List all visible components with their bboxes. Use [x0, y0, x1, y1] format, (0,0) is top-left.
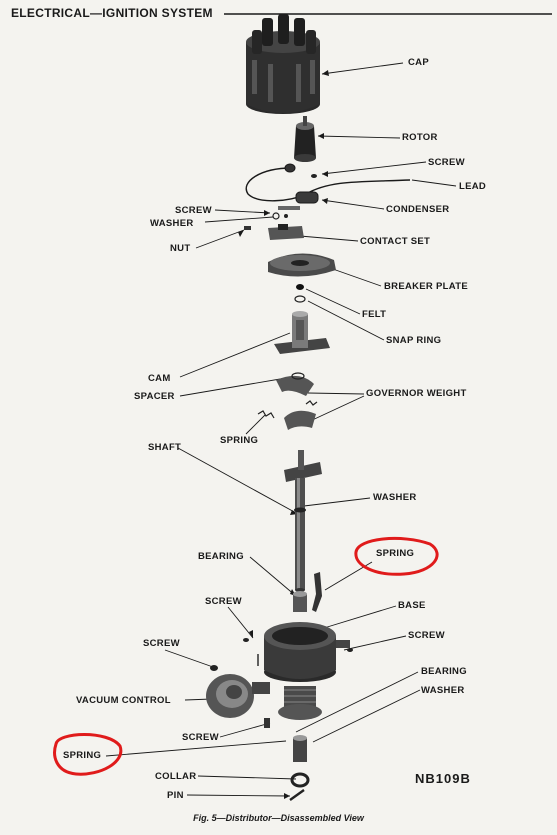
cap-part: [246, 14, 320, 114]
label-cap: CAP: [408, 57, 429, 68]
leader-arrowheads: [238, 70, 329, 799]
governor-weight-part: [257, 372, 318, 430]
label-nut: NUT: [170, 243, 191, 254]
label-lead: LEAD: [459, 181, 487, 192]
label-spring-circled: SPRING: [376, 548, 415, 559]
label-felt: FELT: [362, 309, 387, 320]
spring-circled-part: [312, 572, 322, 612]
lower-parts: [289, 735, 310, 801]
label-collar: COLLAR: [155, 771, 197, 782]
label-governor-weight: GOVERNOR WEIGHT: [366, 388, 467, 399]
label-breaker-plate: BREAKER PLATE: [384, 281, 468, 292]
label-rotor: ROTOR: [402, 132, 438, 143]
contact-set-part: [244, 174, 317, 240]
label-vacuum-control: VACUUM CONTROL: [76, 695, 171, 706]
figure-code: NB109B: [415, 771, 471, 786]
vacuum-control-part: [206, 638, 270, 728]
label-screw-top: SCREW: [428, 157, 465, 168]
rotor-part: [294, 116, 316, 162]
base-part: [264, 622, 353, 720]
annotation-circle-lower: [53, 733, 123, 776]
bearing-upper-part: [293, 591, 307, 612]
label-washer-left: WASHER: [150, 218, 194, 229]
annotation-circles: [53, 536, 439, 776]
label-base: BASE: [398, 600, 426, 611]
label-screw-mid: SCREW: [205, 596, 242, 607]
label-pin: PIN: [167, 790, 184, 801]
label-condenser: CONDENSER: [386, 204, 450, 215]
figure-caption: Fig. 5—Distributor—Disassembled View: [193, 813, 364, 823]
label-shaft: SHAFT: [148, 442, 182, 453]
leader-lines: [105, 62, 457, 797]
label-screw-bottom: SCREW: [182, 732, 219, 743]
label-bearing-upper: BEARING: [198, 551, 244, 562]
label-washer-lower: WASHER: [421, 685, 465, 696]
label-screw-left: SCREW: [175, 205, 212, 216]
label-bearing-lower: BEARING: [421, 666, 467, 677]
label-snap-ring: SNAP RING: [386, 335, 442, 346]
annotation-circle-upper: [354, 536, 439, 576]
label-screw-right: SCREW: [408, 630, 445, 641]
label-spring-governor: SPRING: [220, 435, 259, 446]
label-spring-bottom: SPRING: [63, 750, 102, 761]
label-contact-set: CONTACT SET: [360, 236, 431, 247]
label-cam: CAM: [148, 373, 171, 384]
shaft-part: [284, 450, 322, 592]
felt-snap-ring-part: [294, 284, 306, 303]
label-washer-shaft: WASHER: [373, 492, 417, 503]
label-spacer: SPACER: [134, 391, 175, 402]
lead-condenser-part: [245, 163, 411, 210]
label-screw-vacuum: SCREW: [143, 638, 180, 649]
breaker-plate-part: [268, 253, 336, 277]
cam-part: [274, 311, 330, 354]
page-header-title: ELECTRICAL—IGNITION SYSTEM: [11, 6, 213, 20]
